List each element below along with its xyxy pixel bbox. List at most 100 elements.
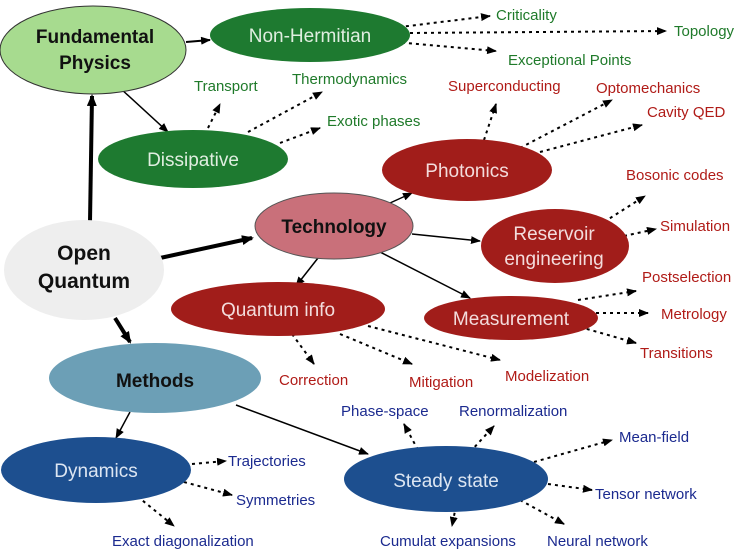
node-photonics-shape bbox=[382, 139, 552, 201]
node-quantum-info[interactable]: Quantum info bbox=[171, 282, 385, 336]
node-open-quantum-line2: Quantum bbox=[38, 270, 130, 293]
edge-technology-quantuminfo bbox=[295, 257, 319, 287]
edge-cavityqed bbox=[539, 123, 643, 153]
node-open-quantum-line1: Open bbox=[57, 242, 111, 265]
node-fundamental-physics-line2: Physics bbox=[59, 53, 131, 74]
leaf-correction[interactable]: Correction bbox=[279, 372, 348, 389]
node-open-quantum[interactable]: Open Quantum bbox=[4, 220, 164, 320]
node-reservoir-line2: engineering bbox=[504, 249, 603, 270]
edge-transport bbox=[207, 103, 221, 129]
edge-symmetries bbox=[183, 481, 233, 497]
leaf-neural-network[interactable]: Neural network bbox=[547, 533, 648, 550]
node-photonics[interactable]: Photonics bbox=[382, 139, 552, 201]
node-photonics-label: Photonics bbox=[425, 161, 508, 182]
leaf-labels-red: Superconducting Optomechanics Cavity QED… bbox=[279, 78, 731, 391]
edge-topology bbox=[409, 27, 667, 36]
leaf-transport[interactable]: Transport bbox=[194, 78, 258, 95]
edge-correction bbox=[291, 333, 315, 365]
edge-renormalization bbox=[469, 425, 495, 453]
edge-thermodynamics bbox=[247, 91, 323, 133]
leaf-cumulat-expansions[interactable]: Cumulat expansions bbox=[380, 533, 516, 550]
edge-technology-reservoir bbox=[411, 233, 481, 245]
node-fundamental-physics-line1: Fundamental bbox=[36, 27, 154, 48]
edge-exotic bbox=[279, 127, 321, 144]
node-quantum-info-shape bbox=[171, 282, 385, 336]
leaf-exceptional-points[interactable]: Exceptional Points bbox=[508, 52, 631, 69]
edge-fundamental-dissipative bbox=[119, 87, 169, 133]
leaf-superconducting[interactable]: Superconducting bbox=[448, 78, 561, 95]
node-dynamics-shape bbox=[1, 437, 191, 503]
node-methods-label: Methods bbox=[116, 371, 194, 392]
node-quantum-info-label: Quantum info bbox=[221, 300, 335, 321]
node-technology[interactable]: Technology bbox=[254, 192, 414, 260]
edge-fundamental-nonhermitian bbox=[185, 36, 211, 45]
edge-criticality bbox=[391, 13, 491, 29]
leaf-cavity-qed[interactable]: Cavity QED bbox=[647, 104, 726, 121]
edge-center-fundamental bbox=[86, 94, 97, 223]
node-measurement[interactable]: Measurement bbox=[424, 296, 598, 340]
node-dynamics-label: Dynamics bbox=[54, 461, 137, 482]
node-reservoir-engineering[interactable]: Reservoir engineering bbox=[481, 209, 629, 283]
edge-neuralnetwork bbox=[519, 499, 565, 525]
leaf-mean-field[interactable]: Mean-field bbox=[619, 429, 689, 446]
edge-center-technology bbox=[159, 235, 254, 260]
node-fundamental-physics[interactable]: Fundamental Physics bbox=[0, 5, 187, 95]
edge-methods-dynamics bbox=[115, 411, 131, 439]
node-dissipative-shape bbox=[98, 130, 288, 188]
edge-simulation bbox=[623, 227, 657, 237]
leaf-tensor-network[interactable]: Tensor network bbox=[595, 486, 697, 503]
edge-mitigation bbox=[339, 333, 413, 365]
edge-center-methods bbox=[113, 316, 132, 344]
leaf-phase-space[interactable]: Phase-space bbox=[341, 403, 429, 420]
leaf-renormalization[interactable]: Renormalization bbox=[459, 403, 567, 420]
edge-technology-photonics bbox=[389, 192, 413, 204]
node-steady-state-shape bbox=[344, 446, 548, 512]
leaf-symmetries[interactable]: Symmetries bbox=[236, 492, 315, 509]
node-non-hermitian[interactable]: Non-Hermitian bbox=[210, 8, 410, 62]
node-reservoir-line1: Reservoir bbox=[513, 224, 595, 245]
node-technology-shape bbox=[254, 192, 414, 260]
node-technology-label: Technology bbox=[281, 217, 387, 238]
leaf-labels-green: Criticality Topology Exceptional Points … bbox=[194, 7, 735, 130]
node-reservoir-engineering-shape bbox=[481, 209, 629, 283]
edge-optomechanics bbox=[519, 99, 613, 149]
leaf-transitions[interactable]: Transitions bbox=[640, 345, 713, 362]
edge-methods-steadystate bbox=[235, 404, 369, 455]
node-methods-shape bbox=[49, 343, 261, 413]
node-open-quantum-shape bbox=[4, 220, 164, 320]
node-steady-state[interactable]: Steady state bbox=[344, 446, 548, 512]
leaf-optomechanics[interactable]: Optomechanics bbox=[596, 80, 700, 97]
node-dynamics[interactable]: Dynamics bbox=[1, 437, 191, 503]
node-measurement-label: Measurement bbox=[453, 309, 570, 330]
node-methods[interactable]: Methods bbox=[49, 343, 261, 413]
leaf-topology[interactable]: Topology bbox=[674, 23, 735, 40]
leaf-metrology[interactable]: Metrology bbox=[661, 306, 727, 323]
leaf-modelization[interactable]: Modelization bbox=[505, 368, 589, 385]
dashed-connectors bbox=[131, 13, 667, 527]
edge-trajectories bbox=[191, 457, 227, 466]
edge-technology-measurement bbox=[379, 251, 471, 299]
leaf-simulation[interactable]: Simulation bbox=[660, 218, 730, 235]
node-dissipative-label: Dissipative bbox=[147, 150, 239, 171]
leaf-exact-diagonalization[interactable]: Exact diagonalization bbox=[112, 533, 254, 550]
solid-connectors bbox=[86, 36, 481, 455]
leaf-postselection[interactable]: Postselection bbox=[642, 269, 731, 286]
leaf-trajectories[interactable]: Trajectories bbox=[228, 453, 306, 470]
edge-phasespace bbox=[403, 423, 419, 451]
edge-postselection bbox=[577, 288, 637, 301]
edge-superconducting bbox=[483, 103, 497, 141]
edge-modelization bbox=[367, 325, 501, 362]
node-non-hermitian-shape bbox=[210, 8, 410, 62]
leaf-mitigation[interactable]: Mitigation bbox=[409, 374, 473, 391]
edge-bosonic bbox=[603, 195, 646, 223]
leaf-labels-blue: Phase-space Renormalization Mean-field T… bbox=[112, 403, 697, 550]
node-non-hermitian-label: Non-Hermitian bbox=[249, 26, 371, 47]
edge-transitions bbox=[579, 326, 637, 345]
leaf-exotic-phases[interactable]: Exotic phases bbox=[327, 113, 420, 130]
leaf-bosonic-codes[interactable]: Bosonic codes bbox=[626, 167, 724, 184]
node-dissipative[interactable]: Dissipative bbox=[98, 130, 288, 188]
leaf-thermodynamics[interactable]: Thermodynamics bbox=[292, 71, 407, 88]
leaf-criticality[interactable]: Criticality bbox=[496, 7, 557, 24]
node-steady-state-label: Steady state bbox=[393, 471, 499, 492]
